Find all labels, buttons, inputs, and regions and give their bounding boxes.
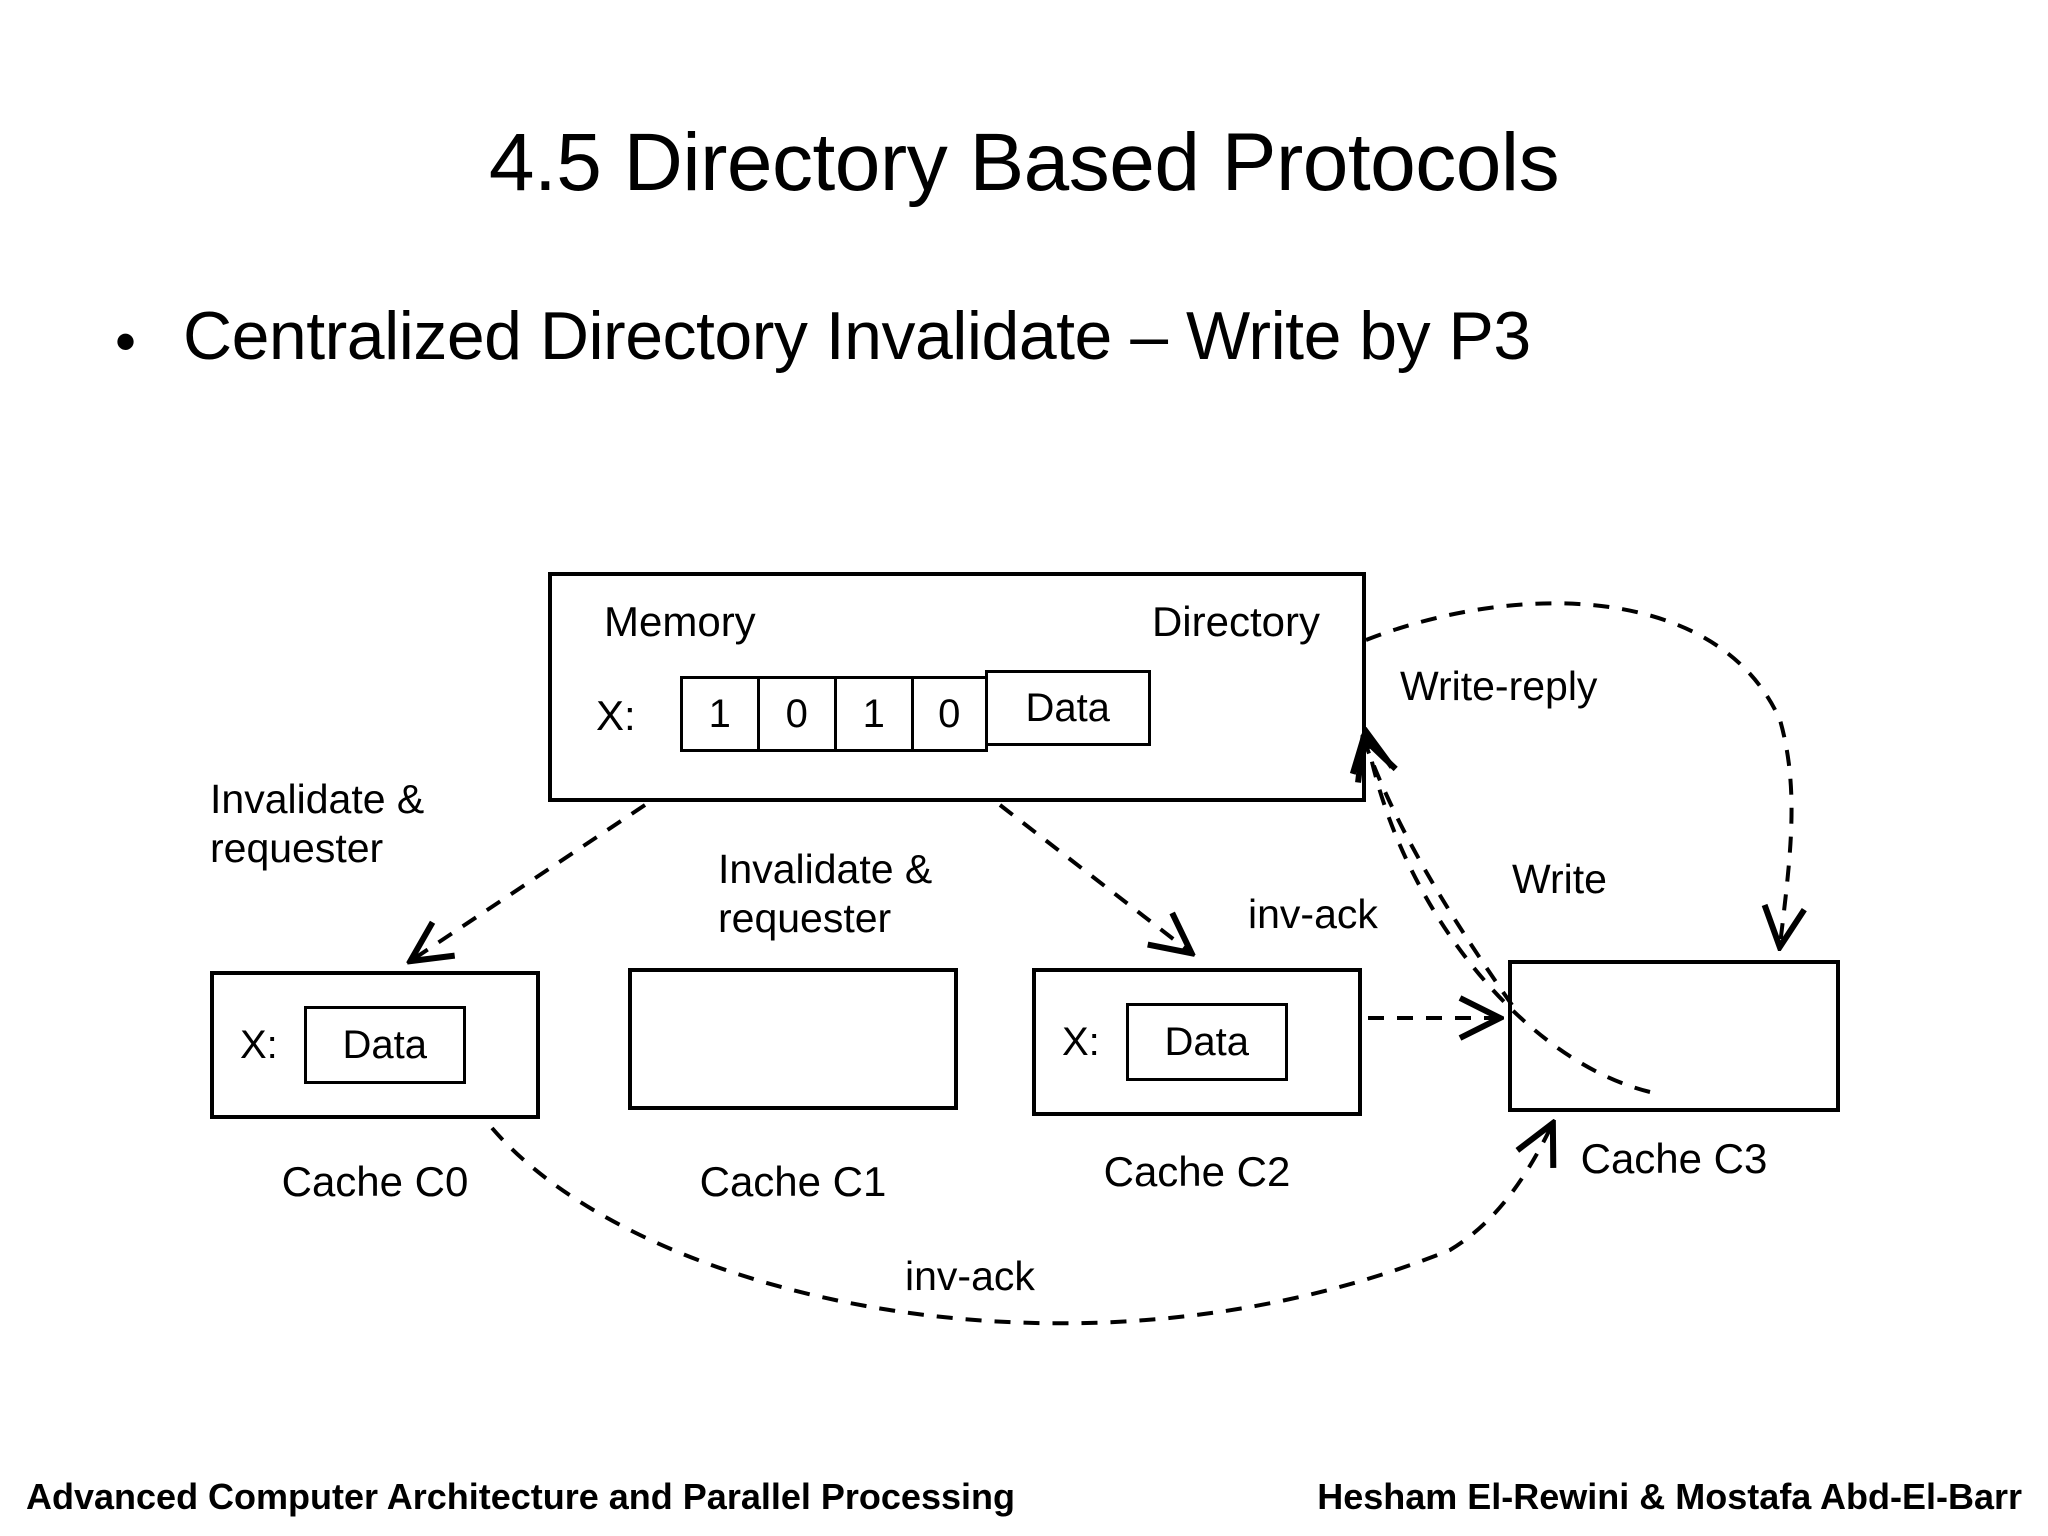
bullet-marker-icon: • bbox=[115, 308, 137, 375]
cache-box-c3 bbox=[1508, 960, 1840, 1112]
cache-c0-data-cell: Data bbox=[303, 1006, 466, 1084]
memory-row-label: X: bbox=[596, 692, 636, 739]
cache-c2-contents: X: Data bbox=[1062, 972, 1288, 1112]
arrow-invalidate-c2 bbox=[998, 803, 1190, 952]
edge-label-inv-ack-bottom: inv-ack bbox=[905, 1253, 1035, 1299]
memory-data-cell: Data bbox=[984, 670, 1151, 746]
edge-label-write-reply: Write-reply bbox=[1400, 663, 1598, 709]
cache-c3-caption: Cache C3 bbox=[1580, 1135, 1768, 1182]
cache-c2-data-cell: Data bbox=[1125, 1003, 1288, 1081]
memory-label: Memory bbox=[604, 598, 756, 645]
arrow-invalidate-c0 bbox=[412, 803, 647, 960]
cache-box-c1 bbox=[628, 968, 958, 1110]
directory-bit: 1 bbox=[833, 676, 911, 752]
footer-authors: Hesham El-Rewini & Mostafa Abd-El-Barr bbox=[1317, 1476, 2022, 1517]
cache-c1-caption: Cache C1 bbox=[699, 1158, 887, 1205]
page-title: 4.5 Directory Based Protocols bbox=[488, 117, 1560, 208]
memory-directory-block: Memory Directory X: 1 0 1 0 Data bbox=[548, 572, 1366, 802]
directory-bit-vector: 1 0 1 0 bbox=[679, 676, 988, 752]
memory-row: X: 1 0 1 0 Data bbox=[596, 670, 1151, 752]
cache-c2-caption: Cache C2 bbox=[1103, 1148, 1291, 1195]
cache-c2-tag: X: bbox=[1062, 1019, 1100, 1064]
edge-label-inv-ack-right: inv-ack bbox=[1248, 891, 1378, 937]
arrow-invack-c3-to-memory bbox=[1364, 740, 1514, 1007]
edge-label-write: Write bbox=[1512, 856, 1607, 902]
cache-c0-caption: Cache C0 bbox=[281, 1158, 469, 1205]
edge-label-invalidate-requester-mid: Invalidate & requester bbox=[718, 846, 933, 942]
cache-c0-tag: X: bbox=[240, 1022, 278, 1067]
directory-bit: 1 bbox=[679, 676, 757, 752]
directory-label: Directory bbox=[1151, 598, 1320, 645]
bullet-item: • Centralized Directory Invalidate – Wri… bbox=[115, 298, 1945, 375]
directory-bit: 0 bbox=[910, 676, 988, 752]
directory-bit: 0 bbox=[756, 676, 834, 752]
cache-c0-contents: X: Data bbox=[240, 975, 466, 1115]
bullet-item-label: Centralized Directory Invalidate – Write… bbox=[183, 298, 1531, 374]
edge-label-invalidate-requester-left: Invalidate & requester bbox=[210, 776, 425, 872]
footer-book-title: Advanced Computer Architecture and Paral… bbox=[26, 1476, 1015, 1517]
cache-box-c2: X: Data bbox=[1032, 968, 1362, 1116]
cache-box-c0: X: Data bbox=[210, 971, 540, 1119]
